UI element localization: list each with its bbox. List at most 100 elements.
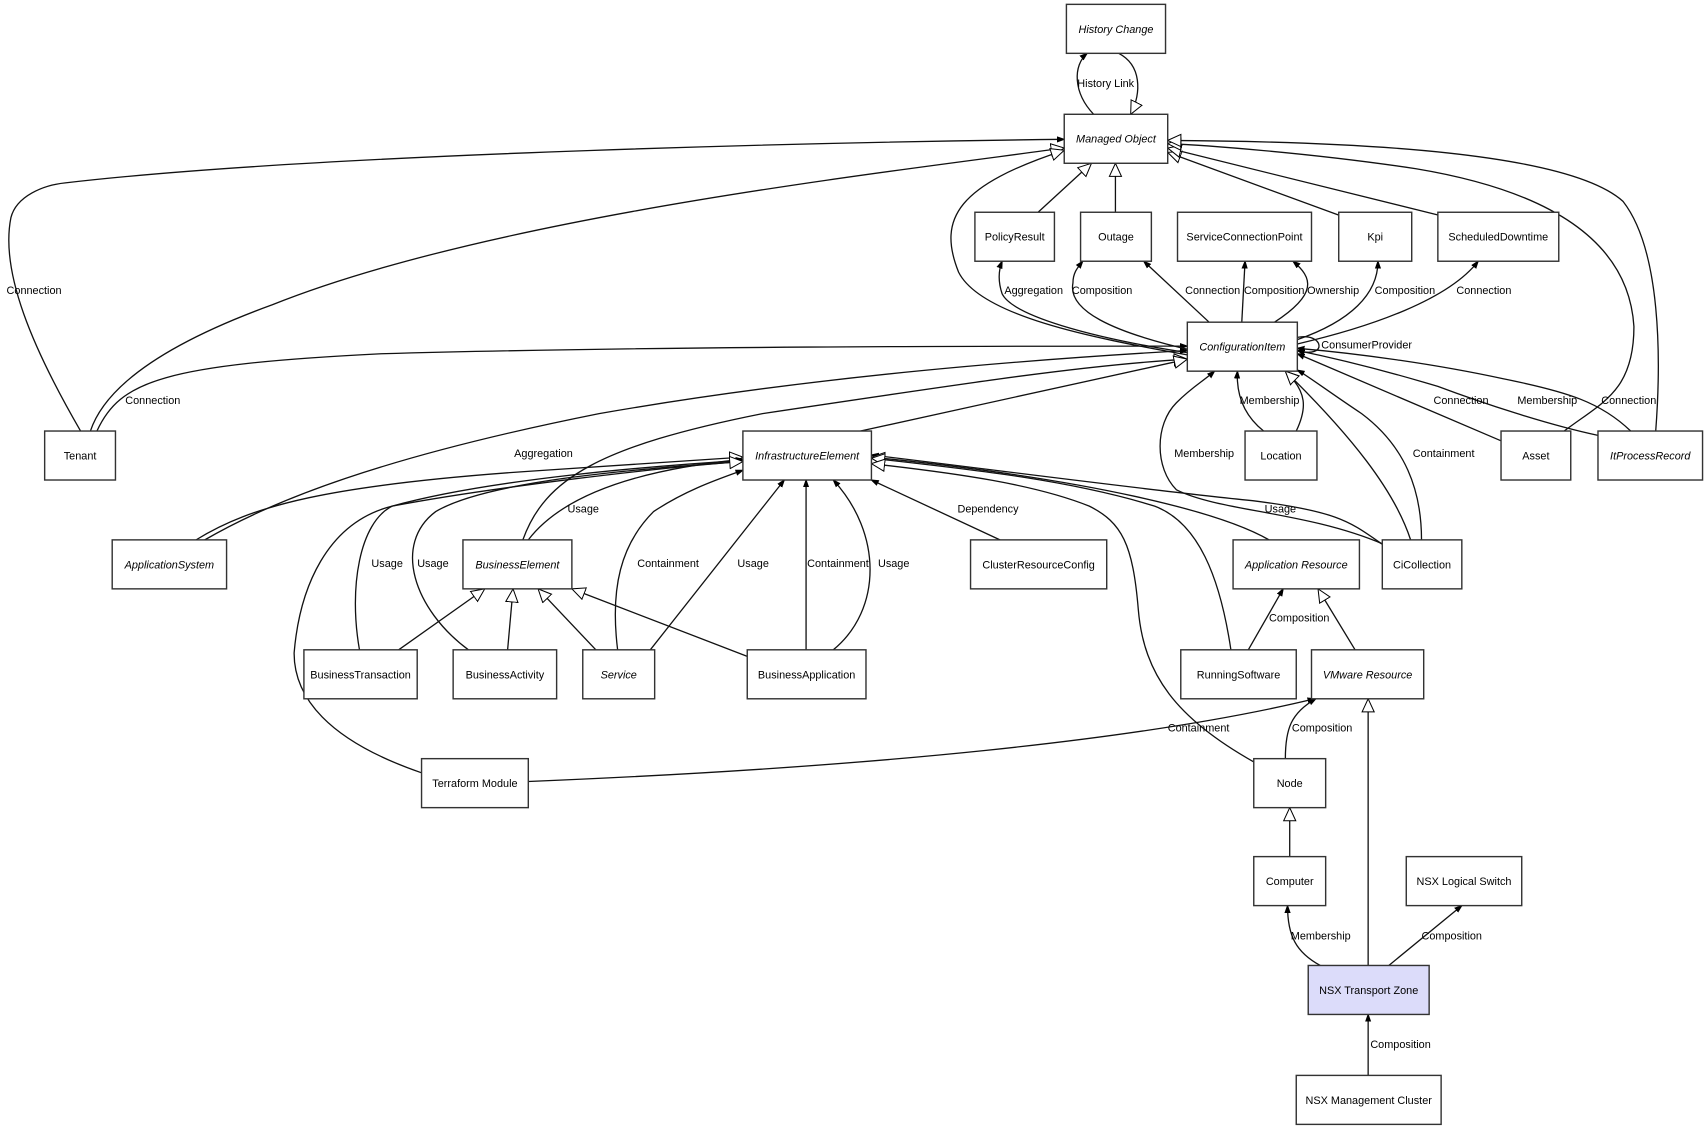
edge-application-resource-to-infrastructure-element: [871, 457, 1270, 541]
node-computer[interactable]: Computer: [1253, 855, 1327, 907]
association-arrow: [528, 699, 1314, 783]
node-box[interactable]: [1253, 757, 1327, 809]
node-label: Service: [601, 669, 637, 681]
association-arrow: [1297, 354, 1502, 442]
node-box[interactable]: [1065, 3, 1167, 55]
node-box[interactable]: [969, 539, 1108, 590]
node-label: BusinessTransaction: [310, 669, 411, 681]
edge-ci-collection-to-configuration-item: [1159, 371, 1384, 545]
generalization-arrow: [871, 458, 1232, 650]
node-label: ConfigurationItem: [1199, 342, 1285, 354]
node-box[interactable]: [1500, 430, 1572, 481]
edge-ci-collection-to-configuration-item: [1297, 370, 1423, 540]
edge-label: Connection: [1456, 285, 1511, 297]
node-ci-collection[interactable]: CiCollection: [1381, 539, 1463, 590]
generalization-arrow: [871, 464, 1255, 763]
node-box[interactable]: [1295, 1074, 1442, 1126]
association-arrow: [96, 346, 1187, 432]
node-configuration-item[interactable]: ConfigurationItem: [1186, 321, 1299, 372]
node-infrastructure-element[interactable]: InfrastructureElement: [742, 430, 873, 481]
association-arrow: [871, 480, 1001, 541]
generalization-arrow: [1285, 371, 1412, 541]
node-history-change[interactable]: History Change: [1065, 3, 1167, 55]
node-box[interactable]: [1307, 964, 1430, 1016]
node-application-system[interactable]: ApplicationSystem: [111, 539, 228, 590]
node-box[interactable]: [1597, 430, 1704, 481]
node-business-application[interactable]: BusinessApplication: [746, 649, 867, 700]
edge-configuration-item-to-outage: [1144, 261, 1210, 323]
node-box[interactable]: [1338, 211, 1413, 262]
node-node[interactable]: Node: [1253, 757, 1327, 809]
node-cluster-resource-config[interactable]: ClusterResourceConfig: [969, 539, 1108, 590]
edge-label: Usage: [417, 558, 448, 570]
node-label: ClusterResourceConfig: [982, 559, 1094, 571]
node-box[interactable]: [420, 757, 530, 809]
node-vmware-resource[interactable]: VMware Resource: [1310, 649, 1425, 700]
node-box[interactable]: [111, 539, 228, 590]
node-box[interactable]: [1176, 211, 1313, 262]
node-application-resource[interactable]: Application Resource: [1232, 539, 1361, 590]
node-business-element[interactable]: BusinessElement: [462, 539, 573, 590]
node-terraform-module[interactable]: Terraform Module: [420, 757, 530, 809]
generalization-arrow: [860, 359, 1188, 432]
node-label: PolicyResult: [985, 232, 1045, 244]
association-arrow: [1297, 348, 1632, 432]
node-box[interactable]: [462, 539, 573, 590]
association-arrow: [614, 469, 743, 650]
edge-ci-collection-to-infrastructure-element: [871, 455, 1383, 545]
association-arrow: [1159, 371, 1384, 545]
node-managed-object[interactable]: Managed Object: [1063, 113, 1169, 164]
node-nsx-transport-zone[interactable]: NSX Transport Zone: [1307, 964, 1430, 1016]
node-box[interactable]: [746, 649, 867, 700]
edge-label: Containment: [807, 558, 869, 570]
node-box[interactable]: [1186, 321, 1299, 372]
node-box[interactable]: [1405, 855, 1523, 907]
node-box[interactable]: [582, 649, 656, 700]
node-box[interactable]: [1180, 649, 1297, 700]
edge-asset-to-configuration-item: [1297, 354, 1502, 442]
node-scheduled-downtime[interactable]: ScheduledDowntime: [1437, 211, 1560, 262]
node-box[interactable]: [974, 211, 1056, 262]
node-location[interactable]: Location: [1244, 430, 1318, 481]
edge-business-application-to-business-element: [572, 589, 748, 657]
node-box[interactable]: [1063, 113, 1169, 164]
edge-it-process-record-to-managed-object: [1168, 140, 1659, 432]
generalization-arrow: [538, 589, 597, 651]
node-asset[interactable]: Asset: [1500, 430, 1572, 481]
node-kpi[interactable]: Kpi: [1338, 211, 1413, 262]
node-running-software[interactable]: RunningSoftware: [1180, 649, 1297, 700]
node-business-transaction[interactable]: BusinessTransaction: [303, 649, 418, 700]
node-box[interactable]: [1253, 855, 1327, 907]
node-service[interactable]: Service: [582, 649, 656, 700]
edge-configuration-item-to-outage: [1071, 261, 1193, 352]
node-box[interactable]: [1079, 211, 1153, 262]
node-it-process-record[interactable]: ItProcessRecord: [1597, 430, 1704, 481]
edge-configuration-item-to-scheduled-downtime: [1297, 261, 1478, 345]
node-box[interactable]: [742, 430, 873, 481]
edge-label: Membership: [1240, 395, 1300, 407]
association-arrow: [1297, 370, 1423, 540]
edge-tenant-to-configuration-item: [96, 346, 1187, 432]
association-arrow: [1247, 589, 1283, 651]
node-nsx-management-cluster[interactable]: NSX Management Cluster: [1295, 1074, 1442, 1126]
node-box[interactable]: [452, 649, 558, 700]
node-label: NSX Logical Switch: [1417, 876, 1512, 888]
association-arrow: [411, 462, 743, 651]
node-service-connection-point[interactable]: ServiceConnectionPoint: [1176, 211, 1313, 262]
node-tenant[interactable]: Tenant: [43, 430, 117, 481]
edge-label: Connection: [125, 395, 180, 407]
node-label: ScheduledDowntime: [1448, 232, 1548, 244]
node-nsx-logical-switch[interactable]: NSX Logical Switch: [1405, 855, 1523, 907]
node-box[interactable]: [303, 649, 418, 700]
node-box[interactable]: [1381, 539, 1463, 590]
node-policy-result[interactable]: PolicyResult: [974, 211, 1056, 262]
node-business-activity[interactable]: BusinessActivity: [452, 649, 558, 700]
node-outage[interactable]: Outage: [1079, 211, 1153, 262]
node-box[interactable]: [1232, 539, 1361, 590]
node-box[interactable]: [1310, 649, 1425, 700]
node-box[interactable]: [1244, 430, 1318, 481]
association-arrow: [204, 350, 1188, 541]
node-box[interactable]: [43, 430, 117, 481]
edge-business-transaction-to-infrastructure-element: [354, 460, 743, 650]
node-box[interactable]: [1437, 211, 1560, 262]
